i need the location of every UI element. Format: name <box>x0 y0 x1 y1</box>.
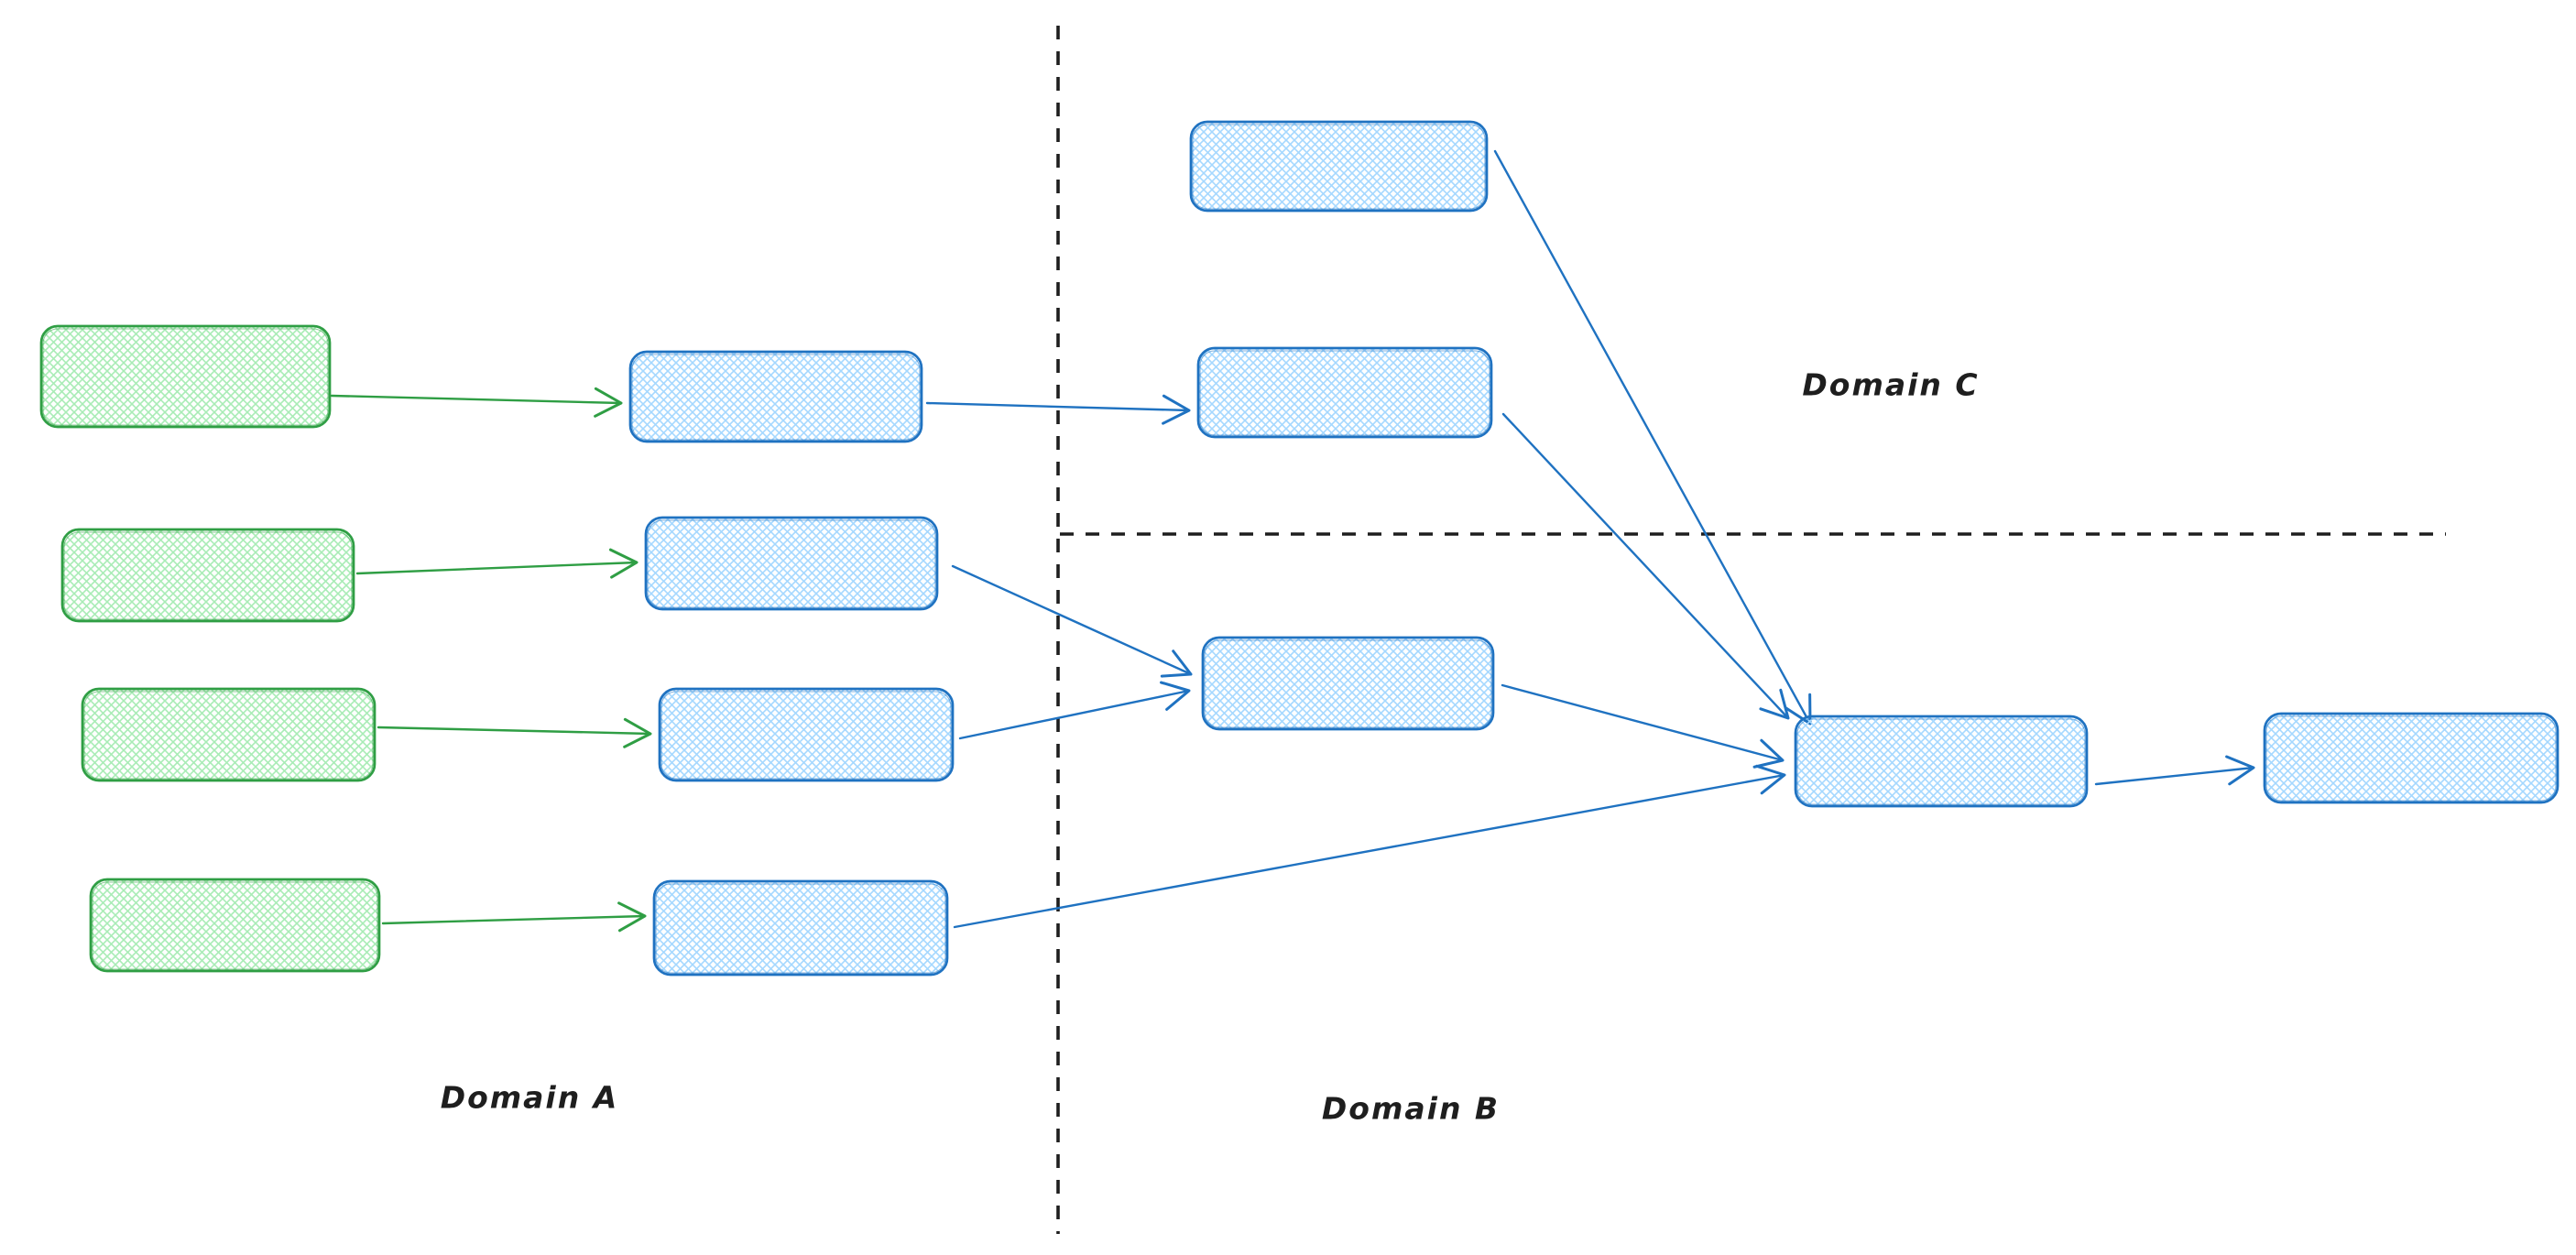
green-box-2-sketch-outline <box>63 531 353 620</box>
green-box-1-shape <box>39 324 332 429</box>
green-box-2-shape <box>60 528 355 623</box>
blue-box-a1-shape <box>628 350 923 443</box>
blue-box-c2-sketch-outline <box>1199 350 1490 436</box>
blue-box-a3-shape <box>658 687 955 782</box>
blue-box-a2 <box>644 516 939 611</box>
edge-b1-b2 <box>1501 683 1785 769</box>
edge-a4-b2 <box>953 764 1786 929</box>
edge-green4-a4 <box>381 901 647 933</box>
domain-b-label: Domain B <box>1321 1090 1501 1127</box>
green-box-4 <box>89 878 381 973</box>
edge-b2-b3 <box>2094 755 2255 786</box>
green-box-1-sketch-outline <box>42 328 329 426</box>
blue-box-a3 <box>658 687 955 782</box>
edge-a3-b1 <box>958 681 1191 740</box>
edge-c2-b2 <box>1501 412 1790 720</box>
blue-box-a2-sketch-outline <box>647 519 936 608</box>
blue-box-c1-shape <box>1189 120 1489 213</box>
blue-box-a1-sketch-outline <box>631 354 921 441</box>
green-box-2 <box>60 528 355 623</box>
blue-box-b2 <box>1794 715 2089 808</box>
blue-box-c2 <box>1196 346 1493 439</box>
blue-box-a2-shape <box>644 516 939 611</box>
green-box-1 <box>39 324 332 429</box>
edge-green2-a2 <box>355 548 639 579</box>
domain-a-label: Domain A <box>440 1079 619 1116</box>
blue-box-b1-shape <box>1201 636 1495 731</box>
edge-a2-b1 <box>951 564 1193 678</box>
domain-c-label: Domain C <box>1802 366 1980 403</box>
blue-box-b3-shape <box>2263 712 2560 804</box>
blue-box-b2-sketch-outline <box>1796 718 2086 805</box>
green-box-4-shape <box>89 878 381 973</box>
edge-c1-b2 <box>1493 149 1812 726</box>
green-box-3-shape <box>81 687 377 782</box>
blue-box-a4-sketch-outline <box>655 883 946 974</box>
green-box-3 <box>81 687 377 782</box>
blue-box-b3-sketch-outline <box>2265 715 2557 802</box>
green-box-3-sketch-outline <box>83 691 374 780</box>
blue-box-b3 <box>2263 712 2560 804</box>
blue-box-a3-sketch-outline <box>660 691 952 780</box>
blue-box-a4 <box>652 879 949 977</box>
blue-box-b2-shape <box>1794 715 2089 808</box>
green-box-4-sketch-outline <box>92 881 378 970</box>
blue-box-b1-sketch-outline <box>1204 639 1492 728</box>
edge-green3-a3 <box>377 717 652 748</box>
edge-a1-c2 <box>925 394 1191 425</box>
edge-green1-a1 <box>330 387 623 418</box>
blue-box-a1 <box>628 350 923 443</box>
blue-box-c1-sketch-outline <box>1192 124 1486 210</box>
blue-box-b1 <box>1201 636 1495 731</box>
blue-box-a4-shape <box>652 879 949 977</box>
blue-box-c2-shape <box>1196 346 1493 439</box>
blue-box-c1 <box>1189 120 1489 213</box>
